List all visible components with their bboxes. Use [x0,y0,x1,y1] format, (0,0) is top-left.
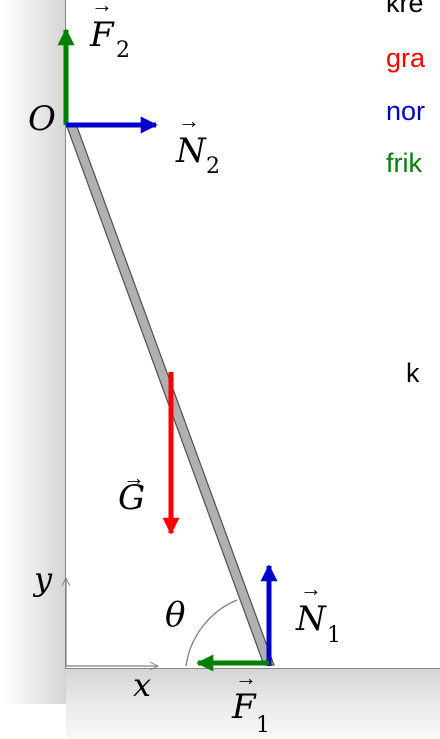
floor [66,668,440,739]
label-F1: → F 1 [231,665,270,738]
label-F1-letter: F [231,687,257,727]
side-text: k [406,358,420,388]
label-F2-letter: F [89,15,115,55]
label-N2-subscript: 2 [206,154,220,179]
label-F1-subscript: 1 [256,713,270,738]
label-axis-y: y [32,560,53,598]
label-G-letter: G [118,478,145,518]
legend-gravity: gra [386,43,426,73]
label-F2: → F 2 [89,0,130,63]
angle-arc [185,599,238,667]
label-N2-vector-mark: → [178,108,200,133]
label-N1: → N 1 [295,576,341,648]
label-G: → G [118,465,145,518]
label-G-vector-mark: → [123,465,145,490]
label-axis-x: x [133,666,151,704]
label-F2-subscript: 2 [116,38,130,63]
label-F1-vector-mark: → [235,665,257,690]
wall [3,0,66,704]
label-N2-letter: N [175,131,207,171]
label-origin: O [28,99,56,139]
label-N1-letter: N [295,599,327,639]
label-angle: θ [165,595,185,635]
legend-line-1: kre [386,0,424,18]
legend-normal: nor [386,96,425,126]
label-F2-vector-mark: → [91,0,113,17]
legend-friction: frik [386,148,422,178]
label-N1-subscript: 1 [327,623,341,648]
label-N2: → N 2 [175,108,220,179]
label-N1-vector-mark: → [300,576,322,601]
